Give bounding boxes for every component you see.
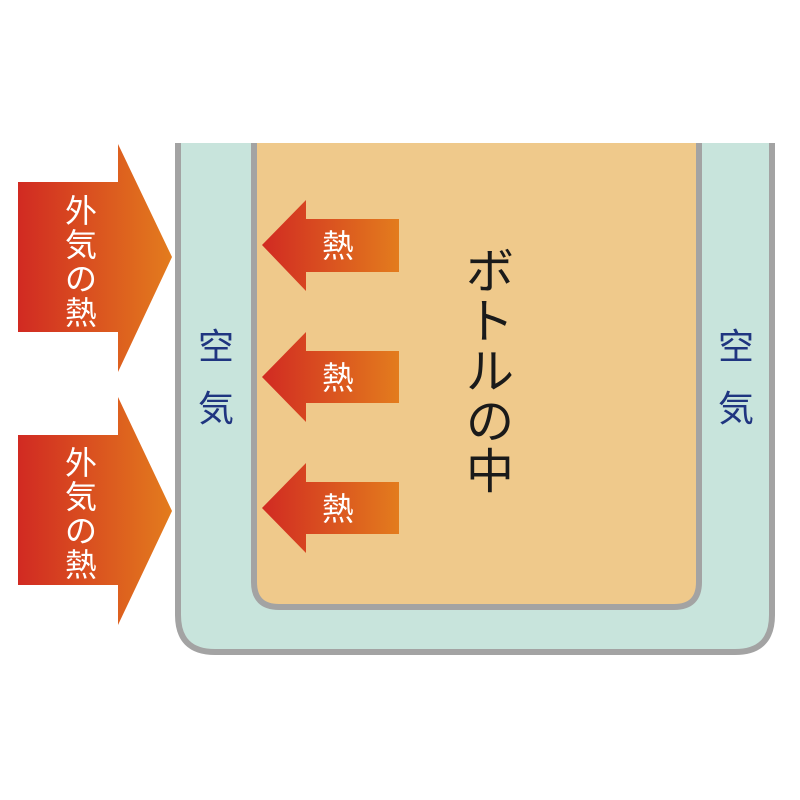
heat-arrow-2 bbox=[262, 332, 399, 422]
inside-bottle-label: ボトルの中 bbox=[465, 244, 514, 500]
outside-heat-arrow-top bbox=[18, 144, 172, 372]
air-label-right: 空気 bbox=[717, 327, 754, 430]
heat-label-1: 熱 bbox=[322, 227, 355, 265]
heat-arrow-1 bbox=[262, 200, 399, 291]
heat-label-3: 熱 bbox=[322, 490, 355, 528]
outside-heat-label-bottom: 外気の熱 bbox=[64, 444, 97, 584]
heat-arrow-3 bbox=[262, 463, 399, 553]
outside-heat-arrow-bottom bbox=[18, 397, 172, 625]
heat-label-2: 熱 bbox=[322, 359, 355, 397]
air-label-left: 空気 bbox=[197, 327, 234, 430]
outside-heat-label-top: 外気の熱 bbox=[64, 192, 97, 332]
